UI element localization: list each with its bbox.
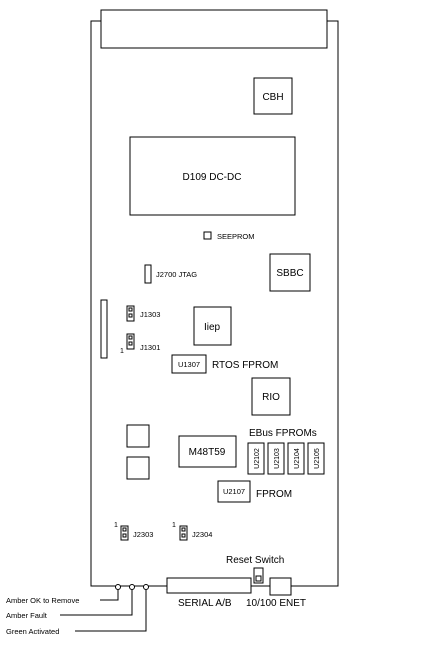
j2303-label: J2303 xyxy=(133,530,153,539)
j1301-pin xyxy=(128,335,133,340)
led-amber-ok xyxy=(115,584,121,590)
j1301-label: J1301 xyxy=(140,343,160,352)
sbbc-chip xyxy=(269,253,311,292)
fprom-label: FPROM xyxy=(256,489,292,500)
j2303-header xyxy=(120,525,129,541)
cbh-label: CBH xyxy=(262,92,283,103)
led-green-activated xyxy=(143,584,149,590)
m48t59-chip xyxy=(178,435,237,468)
u2104-label: U2104 xyxy=(294,448,301,469)
jtag-label: J2700 JTAG xyxy=(156,270,197,279)
led-amber-fault-leader xyxy=(60,590,133,616)
m48t59-label: M48T59 xyxy=(189,447,226,458)
iiep-chip xyxy=(193,306,232,346)
j2303-pin xyxy=(122,527,127,532)
led-amber-ok-leader xyxy=(100,590,119,601)
amber-fault-label: Amber Fault xyxy=(6,611,48,620)
u2105-label: U2105 xyxy=(314,448,321,469)
j2304-label: J2304 xyxy=(192,530,212,539)
small-chip-lower xyxy=(126,456,150,480)
u1307-label: U1307 xyxy=(178,360,200,369)
side-connector xyxy=(100,299,108,359)
j1303-pin xyxy=(128,313,133,318)
board-outline xyxy=(90,20,339,587)
sbbc-label: SBBC xyxy=(276,268,303,279)
rtos-fprom-label: RTOS FPROM xyxy=(212,360,278,371)
u2103-chip xyxy=(267,442,285,475)
reset-switch-label: Reset Switch xyxy=(226,555,284,566)
u1307-chip xyxy=(171,354,207,374)
amber-ok-label: Amber OK to Remove xyxy=(6,596,79,605)
small-chip-upper xyxy=(126,424,150,448)
cbh-chip xyxy=(253,77,293,115)
j2303-pin xyxy=(122,533,127,538)
iiep-label: Iiep xyxy=(204,322,221,333)
j2304-pin xyxy=(181,533,186,538)
jtag-header xyxy=(144,264,152,284)
serial-ab-label: SERIAL A/B xyxy=(178,598,232,609)
rio-label: RIO xyxy=(262,392,280,403)
led-amber-fault xyxy=(129,584,135,590)
j1303-pin xyxy=(128,307,133,312)
j2304-pin xyxy=(181,527,186,532)
led-green-activated-leader xyxy=(75,590,147,632)
enet-connector xyxy=(269,577,292,596)
u2103-label: U2103 xyxy=(274,448,281,469)
u2107-label: U2107 xyxy=(223,487,245,496)
dcdc-label: D109 DC-DC xyxy=(183,172,242,183)
j1301-pin xyxy=(128,341,133,346)
u2102-label: U2102 xyxy=(254,448,261,469)
j1303-label: J1303 xyxy=(140,310,160,319)
enet-label: 10/100 ENET xyxy=(246,598,306,609)
seeprom-chip xyxy=(203,231,212,240)
j2304-header xyxy=(179,525,188,541)
green-activated-label: Green Activated xyxy=(6,627,59,636)
j1301-pin1-label: 1 xyxy=(120,348,124,355)
rio-chip xyxy=(251,377,291,416)
u2104-chip xyxy=(287,442,305,475)
u2102-chip xyxy=(247,442,265,475)
u2105-chip xyxy=(307,442,325,475)
serial-ab-connector xyxy=(166,577,252,594)
seeprom-label: SEEPROM xyxy=(217,232,255,241)
dcdc-module xyxy=(129,136,296,216)
j2303-pin1-label: 1 xyxy=(114,522,118,529)
top-connector xyxy=(100,9,328,49)
u2107-chip xyxy=(217,480,251,503)
ebus-fproms-label: EBus FPROMs xyxy=(249,428,317,439)
reset-switch-button xyxy=(255,575,262,582)
j2304-pin1-label: 1 xyxy=(172,522,176,529)
